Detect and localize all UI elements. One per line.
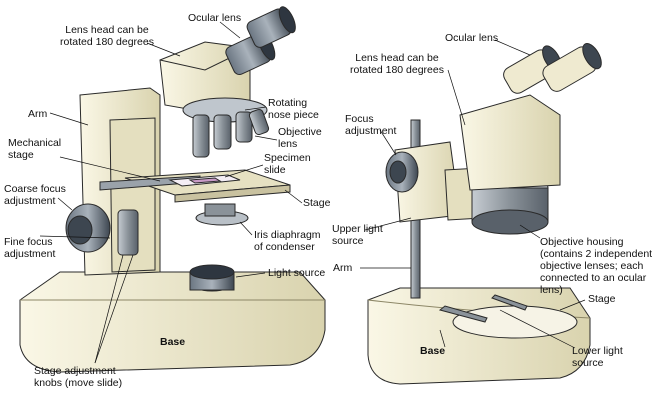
label-stage-right: Stage: [588, 293, 616, 305]
label-base-right: Base: [420, 345, 446, 357]
label-fine-focus: Fine focus adjustment: [4, 236, 56, 260]
stereo-stage-plate: [452, 305, 578, 339]
label-mechanical-stage: Mechanical stage: [8, 137, 62, 161]
base-shape: [19, 271, 326, 373]
label-stage-left: Stage: [303, 197, 331, 209]
stage-knob-shape: [117, 209, 139, 256]
label-objective-housing: Objective housing (contains 2 independen…: [540, 236, 653, 296]
label-light-source: Light source: [268, 267, 326, 279]
objective-2: [213, 114, 232, 150]
label-ocular-lens-left: Ocular lens: [188, 12, 242, 24]
left-leader-lines: [39, 21, 303, 364]
label-base-left: Base: [160, 336, 186, 348]
label-focus-adjustment: Focus adjustment: [345, 113, 397, 137]
label-rotating-nose-piece: Rotating nose piece: [268, 97, 319, 121]
label-arm-right: Arm: [333, 262, 353, 274]
label-specimen-slide: Specimen slide: [264, 152, 311, 176]
label-lens-head-left: Lens head can be rotated 180 degrees: [60, 24, 154, 48]
label-objective-lens: Objective lens: [278, 126, 322, 150]
label-ocular-lens-right: Ocular lens: [445, 32, 499, 44]
label-upper-light-source: Upper light source: [332, 223, 383, 247]
label-coarse-focus: Coarse focus adjustment: [4, 183, 66, 207]
label-iris-diaphragm: Iris diaphragm of condenser: [254, 229, 321, 253]
label-arm-left: Arm: [28, 108, 48, 120]
label-lower-light-source: Lower light source: [572, 345, 623, 369]
stereo-base-shape: [367, 287, 591, 385]
label-stage-adjustment: Stage adjustment knobs (move slide): [34, 365, 123, 389]
objective-3: [235, 111, 253, 143]
objective-1: [192, 114, 210, 158]
compound-microscope: [19, 6, 326, 373]
stereo-microscope: [367, 43, 602, 385]
label-lens-head-right: Lens head can be rotated 180 degrees: [350, 52, 444, 76]
right-leader-lines: [360, 39, 586, 349]
